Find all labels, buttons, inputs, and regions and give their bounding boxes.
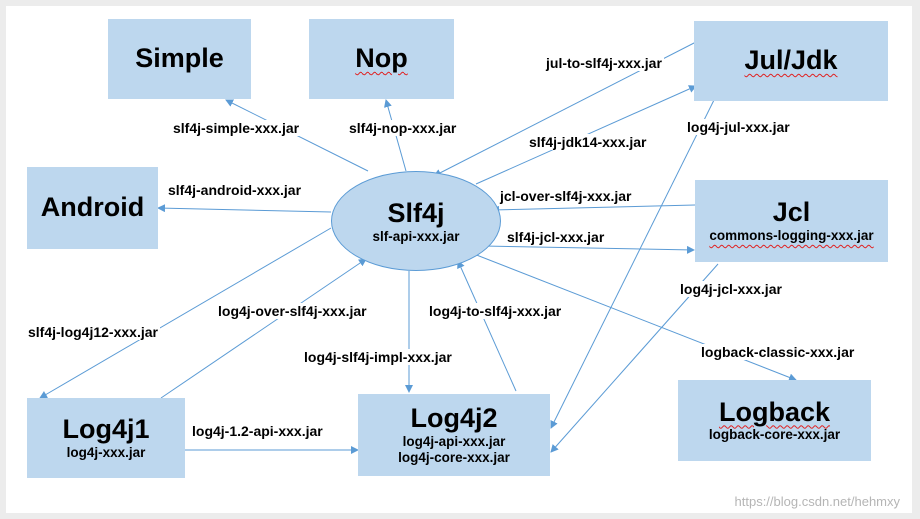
node-jcl-sub: commons-logging-xxx.jar [709, 227, 874, 243]
edge-label-slf4j-android: slf4j-android-xxx.jar [166, 182, 304, 198]
node-log4j2-sub-core: log4j-core-xxx.jar [398, 449, 510, 465]
edge-label-jul-to-slf4j: jul-to-slf4j-xxx.jar [544, 55, 664, 71]
diagram-canvas: Simple Nop Jul/Jdk Android Slf4j slf-api… [6, 6, 912, 513]
edge-log4j-to-slf4j [457, 260, 517, 392]
node-jcl: Jcl commons-logging-xxx.jar [695, 180, 888, 262]
node-jcl-title: Jcl [772, 197, 811, 228]
edge-label-slf4j-jdk14: slf4j-jdk14-xxx.jar [527, 134, 649, 150]
edge-log4j-jul [550, 95, 717, 429]
node-simple-title: Simple [135, 43, 224, 74]
node-logback: Logback logback-core-xxx.jar [678, 380, 871, 461]
node-nop-title: Nop [355, 43, 408, 74]
node-log4j2-sub-api: log4j-api-xxx.jar [402, 433, 506, 449]
edge-label-slf4j-log4j12: slf4j-log4j12-xxx.jar [26, 324, 160, 340]
node-log4j2-title: Log4j2 [410, 402, 498, 433]
watermark: https://blog.csdn.net/hehmxy [734, 494, 900, 509]
node-slf4j-title: Slf4j [387, 197, 445, 228]
node-android: Android [27, 167, 158, 249]
node-slf4j-sub: slf-api-xxx.jar [372, 229, 460, 245]
node-log4j1-sub: log4j-xxx.jar [66, 444, 146, 460]
edge-log4j-over-slf4j [160, 258, 367, 399]
edge-label-slf4j-nop: slf4j-nop-xxx.jar [347, 120, 459, 136]
edge-jcl-over-slf4j [491, 204, 696, 214]
node-jul-jdk: Jul/Jdk [694, 21, 888, 101]
edge-label-log4j-jul: log4j-jul-xxx.jar [685, 119, 792, 135]
edge-slf4j-android [157, 204, 332, 213]
node-android-title: Android [40, 192, 145, 223]
edge-label-jcl-over-slf4j: jcl-over-slf4j-xxx.jar [498, 188, 634, 204]
edge-slf4j-jcl [483, 245, 695, 254]
node-jul-jdk-title: Jul/Jdk [744, 45, 838, 76]
node-nop: Nop [309, 19, 454, 99]
node-log4j1-title: Log4j1 [62, 414, 150, 445]
edge-label-slf4j-jcl: slf4j-jcl-xxx.jar [505, 229, 607, 245]
node-slf4j: Slf4j slf-api-xxx.jar [331, 171, 501, 271]
edge-label-log4j-1.2-api: log4j-1.2-api-xxx.jar [190, 423, 325, 439]
edge-label-logback-classic: logback-classic-xxx.jar [699, 344, 857, 360]
edge-label-log4j-jcl: log4j-jcl-xxx.jar [678, 281, 784, 297]
edge-label-slf4j-simple: slf4j-simple-xxx.jar [171, 120, 302, 136]
node-log4j2: Log4j2 log4j-api-xxx.jar log4j-core-xxx.… [358, 394, 550, 476]
edge-label-log4j-slf4j-impl: log4j-slf4j-impl-xxx.jar [302, 349, 454, 365]
node-log4j1: Log4j1 log4j-xxx.jar [27, 398, 185, 478]
node-logback-title: Logback [718, 396, 831, 427]
edge-slf4j-log4j12 [39, 227, 332, 399]
node-logback-sub: logback-core-xxx.jar [708, 427, 841, 443]
node-simple: Simple [108, 19, 251, 99]
edge-label-log4j-over-slf4j: log4j-over-slf4j-xxx.jar [216, 303, 369, 319]
edge-label-log4j-to-slf4j: log4j-to-slf4j-xxx.jar [427, 303, 564, 319]
